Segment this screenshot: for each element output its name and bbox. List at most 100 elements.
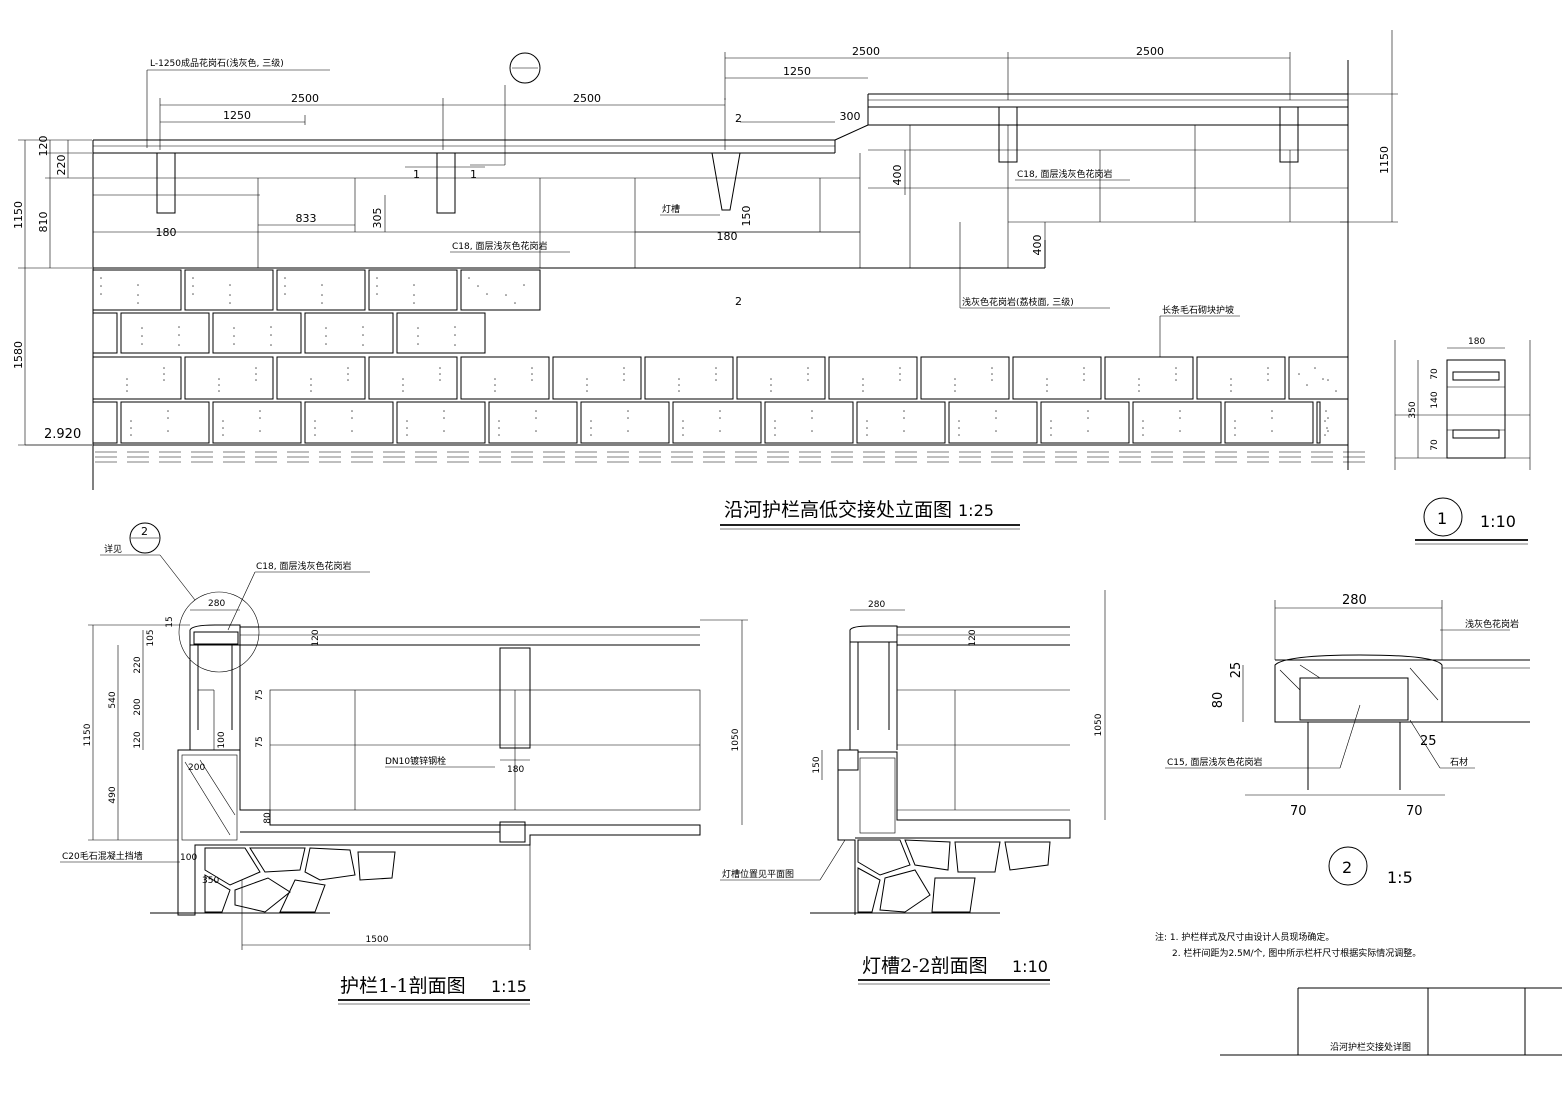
stone-block (396, 401, 486, 444)
note-rubble-stone: 长条毛石砌块护坡 (1162, 304, 1234, 316)
stone-block (644, 356, 734, 400)
s11-dim-1050: 1050 (731, 728, 741, 751)
stone-block (184, 269, 274, 311)
s11-dim-100: 100 (217, 731, 227, 748)
section-1-1-title: 护栏1-1剖面图 (340, 975, 466, 997)
note-top-rail: L-1250成品花岗石(浅灰色, 三级) (150, 57, 284, 69)
d2-dim-25b: 25 (1420, 734, 1437, 749)
posts (156, 106, 1299, 214)
dim-right-1150: 1150 (1378, 146, 1391, 174)
stone-block (212, 401, 302, 444)
stone-block (1012, 356, 1102, 400)
rubble-foundation-1 (204, 847, 396, 913)
note-right-granite: C18, 面层浅灰色花岗岩 (1017, 168, 1112, 180)
stone-block (368, 269, 458, 311)
section-2-2-scale: 1:10 (1012, 957, 1048, 976)
stone-block (764, 401, 854, 444)
height-120-label: 120 (37, 136, 50, 157)
stone-block (92, 269, 182, 311)
ground-hatch (95, 451, 1365, 463)
s22-dim-1050: 1050 (1094, 713, 1104, 736)
stone-block (276, 269, 366, 311)
s11-dim-180: 180 (507, 765, 524, 775)
elevation-title: 沿河护栏高低交接处立面图 (724, 499, 952, 521)
dim-right-1250: 1250 (783, 65, 811, 78)
dim-180-a: 180 (156, 226, 177, 239)
title-block: 沿河护栏交接处详图 (1220, 987, 1562, 1056)
d2-remark-2: 2. 栏杆间距为2.5M/个, 图中所示栏杆尺寸根据实际情况调整。 (1172, 947, 1421, 959)
stone-block (856, 401, 946, 444)
level-mark: 2.920 (44, 427, 81, 442)
stone-block (368, 356, 458, 400)
dim-305: 305 (371, 208, 384, 229)
stone-block (92, 312, 118, 354)
d1-dim-70a: 70 (1430, 368, 1440, 380)
d2-note-base: C15, 面层浅灰色花岗岩 (1167, 756, 1262, 768)
dim-400-a: 400 (891, 165, 904, 186)
s11-dim-75a: 75 (255, 689, 265, 700)
s11-callout-number: 2 (141, 525, 148, 538)
stone-block (828, 356, 918, 400)
stone-block (1316, 401, 1321, 444)
panel-grid-right (868, 125, 1348, 268)
dim-left-2500-b: 2500 (573, 92, 601, 105)
s11-dim-220: 220 (133, 656, 143, 673)
stone-block (212, 312, 302, 354)
d2-dim-80: 80 (1211, 692, 1226, 709)
s11-callout-label: 详见 (104, 543, 122, 555)
stone-block (948, 401, 1038, 444)
d2-remark-1: 注: 1. 护栏样式及尺寸由设计人员现场确定。 (1155, 931, 1334, 943)
s11-dim-15: 15 (165, 616, 175, 627)
stone-block (1288, 356, 1349, 400)
stone-block (1040, 401, 1130, 444)
d2-dim-25a: 25 (1229, 662, 1244, 679)
stone-block (488, 401, 578, 444)
dim-150: 150 (740, 206, 753, 227)
stone-masonry-wall (92, 269, 1349, 444)
s11-dim-200b: 200 (188, 763, 205, 773)
s11-dim-80: 80 (263, 812, 273, 824)
section-1-1-scale: 1:15 (491, 977, 527, 996)
stone-block (736, 356, 826, 400)
s11-dim-490: 490 (108, 786, 118, 803)
section-marker-1-left: 1 (413, 168, 420, 181)
note-lamp-slot: 灯槽 (662, 203, 680, 215)
height-1150-label: 1150 (12, 201, 25, 229)
d2-dim-70a: 70 (1290, 804, 1307, 819)
dim-right-2500-a: 2500 (852, 45, 880, 58)
detail-1-scale: 1:10 (1480, 512, 1516, 531)
d2-dim-70b: 70 (1406, 804, 1423, 819)
panel-grid-left (93, 153, 1045, 269)
note-rebar: DN10镀锌钢栓 (385, 755, 446, 767)
s11-dim-1150: 1150 (83, 723, 93, 746)
elevation-scale: 1:25 (958, 501, 994, 520)
stone-block (672, 401, 762, 444)
detail-1: 180 350 70 140 70 1 1:10 (1394, 337, 1531, 545)
stone-block (1132, 401, 1222, 444)
s11-dim-280: 280 (208, 599, 225, 609)
s22-dim-120: 120 (968, 629, 978, 646)
dim-180-b: 180 (717, 230, 738, 243)
d1-dim-180: 180 (1468, 337, 1485, 347)
s11-dim-75b: 75 (255, 736, 265, 747)
s11-dim-350: 350 (202, 876, 219, 886)
s11-dim-540: 540 (108, 691, 118, 708)
d2-dim-280: 280 (1342, 593, 1367, 608)
stone-block (460, 356, 550, 400)
stone-block (92, 401, 118, 444)
s22-dim-150: 150 (812, 756, 822, 773)
dim-300: 300 (840, 110, 861, 123)
stone-block (1196, 356, 1286, 400)
elevation-view: 1150 810 120 220 1580 (12, 30, 1398, 530)
stone-block (120, 312, 210, 354)
stone-block (304, 401, 394, 444)
s11-dim-100b: 100 (180, 853, 197, 863)
note-granite-finish: 浅灰色花岗岩(荔枝面, 三级) (962, 296, 1074, 308)
detail-callout-circle (509, 52, 541, 84)
d2-note-granite: 浅灰色花岗岩 (1465, 618, 1519, 630)
stone-block (1224, 401, 1314, 444)
dim-left-1250: 1250 (223, 109, 251, 122)
height-1580-label: 1580 (12, 341, 25, 369)
d1-dim-350: 350 (1408, 401, 1418, 418)
